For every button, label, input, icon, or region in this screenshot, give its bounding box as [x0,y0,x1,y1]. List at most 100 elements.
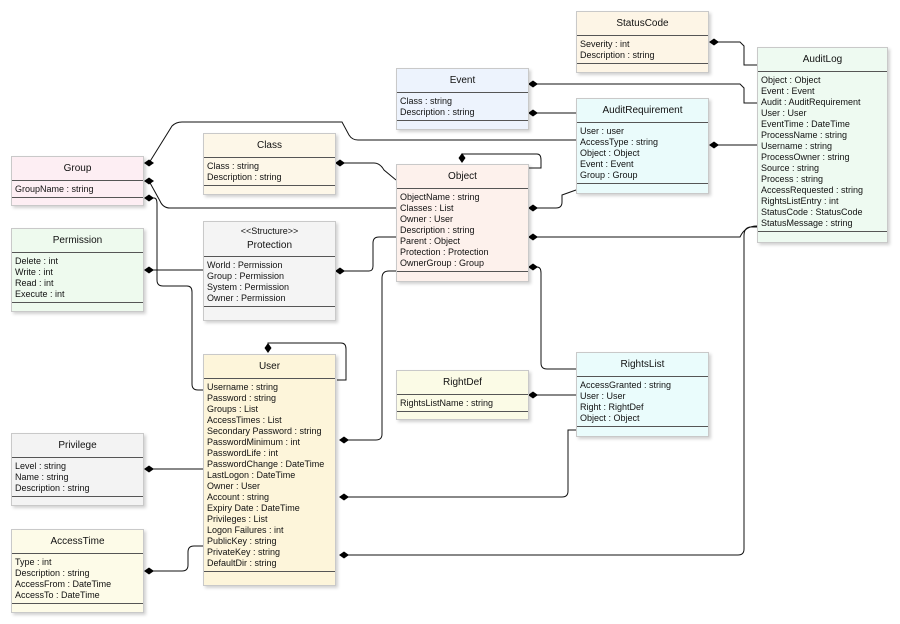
connector-protection-object [340,236,396,272]
attribute: AccessTo : DateTime [15,590,100,600]
composition-diamond [144,567,154,575]
attribute: User : User [761,108,807,118]
connector-class-object [340,162,397,181]
attribute-list: World : Permission Group : Permission Sy… [204,257,335,307]
class-header: Class [204,134,335,158]
connector-object-auditrequirement [533,189,577,209]
composition-diamond [528,233,538,241]
class-header: StatusCode [577,12,708,36]
attribute: ProcessOwner : string [761,152,850,162]
class-protection[interactable]: <<Structure>> Protection World : Permiss… [203,221,336,321]
attribute-list: AccessGranted : string User : User Right… [577,377,708,427]
attribute-list: User : user AccessType : string Object :… [577,123,708,184]
connector-rightslist-user [344,429,576,498]
composition-diamond [528,80,538,88]
attribute: AccessFrom : DateTime [15,579,112,589]
attribute: Description : string [15,483,90,493]
attribute: Username : string [761,141,833,151]
class-name: Group [63,163,92,174]
class-auditlog[interactable]: AuditLog Object : Object Event : Event A… [757,47,888,243]
class-name: Event [449,75,476,86]
attribute: LastLogon : DateTime [207,470,296,480]
attribute: Classes : List [400,203,454,213]
class-accesstime[interactable]: AccessTime Type : int Description : stri… [11,529,144,613]
attribute-list: Class : string Description : string [397,93,528,121]
class-stereotype: <<Structure>> [240,226,299,236]
class-event[interactable]: Event Class : string Description : strin… [396,68,529,130]
class-object[interactable]: Object ObjectName : string Classes : Lis… [396,164,529,282]
composition-diamond [144,159,154,167]
composition-diamond [339,436,349,444]
class-name: AuditRequirement [602,105,683,116]
attribute: Password : string [207,393,277,403]
operations-compartment [204,186,335,194]
attribute: Right : RightDef [580,402,644,412]
attribute: Object : Object [580,148,640,158]
connector-group-auditrequirement [148,121,576,164]
class-class[interactable]: Class Class : string Description : strin… [203,133,336,195]
operations-compartment [12,604,143,612]
attribute: Expiry Date : DateTime [207,503,300,513]
attribute: Logon Failures : int [207,525,284,535]
attribute: Description : string [15,568,90,578]
attribute: Description : string [400,225,475,235]
attribute-list: Level : string Name : string Description… [12,458,143,497]
attribute-list: Delete : int Write : int Read : int Exec… [12,253,143,303]
attribute: Object : Object [761,75,821,85]
class-permission[interactable]: Permission Delete : int Write : int Read… [11,228,144,312]
attribute: Execute : int [15,289,65,299]
composition-diamond [335,159,345,167]
operations-compartment [758,232,887,240]
attribute: AccessTimes : List [207,415,282,425]
operations-compartment [204,572,335,580]
composition-diamond [458,153,466,163]
attribute: StatusCode : StatusCode [761,207,863,217]
attribute: RightsListName : string [400,398,494,408]
attribute: Privileges : List [207,514,268,524]
operations-compartment [12,303,143,311]
class-header: RightDef [397,371,528,395]
attribute: Parent : Object [400,236,461,246]
attribute: Group : Permission [207,271,285,281]
class-name: RightsList [620,359,665,370]
attribute: ProcessName : string [761,130,848,140]
attribute: AccessRequested : string [761,185,864,195]
connector-user-self [267,342,347,381]
composition-diamond [528,263,538,271]
class-privilege[interactable]: Privilege Level : string Name : string D… [11,433,144,506]
operations-compartment [204,307,335,315]
connector-object-auditlog [533,225,758,238]
composition-diamond [528,109,538,117]
attribute: DefaultDir : string [207,558,277,568]
attribute: Protection : Protection [400,247,489,257]
attribute: Write : int [15,267,53,277]
operations-compartment [577,184,708,192]
class-user[interactable]: User Username : string Password : string… [203,354,336,586]
connector-event-auditlog [533,83,757,104]
attribute: Read : int [15,278,54,288]
class-header: <<Structure>> Protection [204,222,335,257]
attribute: System : Permission [207,282,290,292]
composition-diamond [144,177,154,185]
connector-accesstime-user [149,545,204,572]
class-statuscode[interactable]: StatusCode Severity : int Description : … [576,11,709,73]
attribute: Owner : Permission [207,293,286,303]
class-rightslist[interactable]: RightsList AccessGranted : string User :… [576,352,709,437]
attribute: World : Permission [207,260,283,270]
class-header: RightsList [577,353,708,377]
connector-auditlog-user [344,226,757,556]
class-group[interactable]: Group GroupName : string [11,156,144,206]
class-name: Class [256,140,282,151]
attribute: Username : string [207,382,279,392]
operations-compartment [577,64,708,72]
connector-object-rightslist [533,266,576,370]
operations-compartment [577,427,708,435]
attribute: Level : string [15,461,67,471]
composition-diamond [335,267,345,275]
class-name: RightDef [443,377,482,388]
class-auditrequirement[interactable]: AuditRequirement User : user AccessType … [576,98,709,194]
class-rightdef[interactable]: RightDef RightsListName : string [396,370,529,420]
attribute: Description : string [580,50,655,60]
attribute: Class : string [207,161,260,171]
